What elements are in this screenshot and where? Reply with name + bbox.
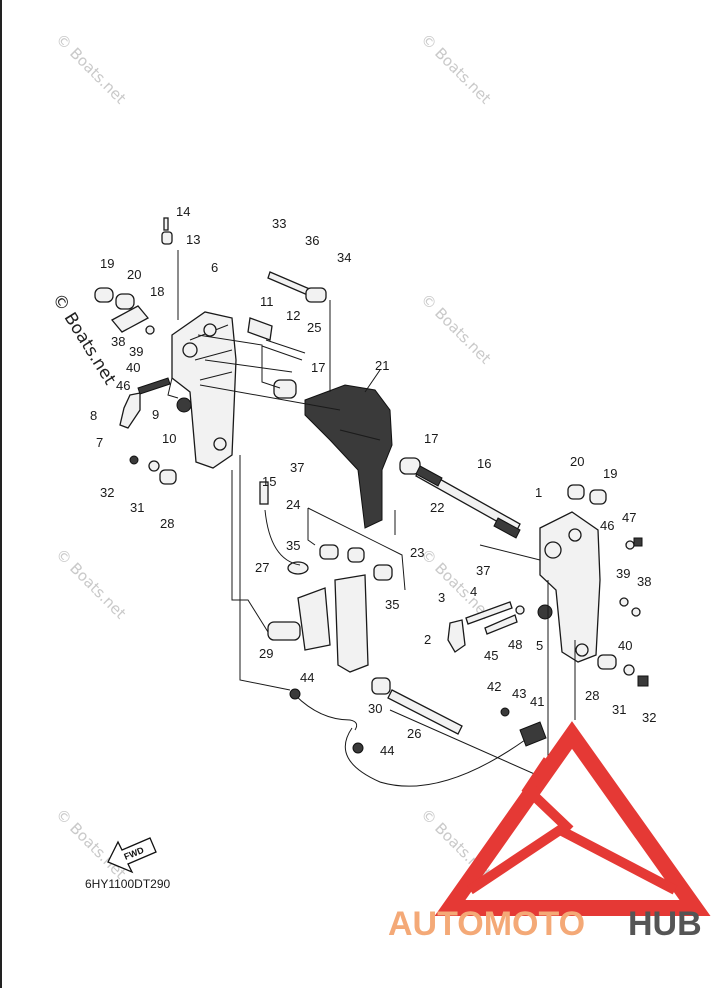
callout: 37 — [476, 563, 490, 578]
leader-lines — [177, 250, 576, 781]
callout: 36 — [305, 233, 319, 248]
callout: 21 — [375, 358, 389, 373]
callout: 40 — [126, 360, 140, 375]
callout: 14 — [176, 204, 190, 219]
callout: 35 — [385, 597, 399, 612]
callout: 31 — [612, 702, 626, 717]
right-clamp-bracket — [539, 484, 607, 663]
callout: 22 — [430, 500, 444, 515]
watermark: © Boats.net — [417, 30, 495, 108]
callout: 27 — [255, 560, 269, 575]
watermark: © Boats.net — [48, 290, 120, 389]
callout: 32 — [100, 485, 114, 500]
watermarks: © Boats.net © Boats.net © Boats.net © Bo… — [48, 30, 495, 883]
callout: 45 — [484, 648, 498, 663]
callout: 28 — [160, 516, 174, 531]
callout: 3 — [438, 590, 445, 605]
callout: 46 — [600, 518, 614, 533]
callout: 7 — [96, 435, 103, 450]
left-small-parts — [94, 217, 192, 485]
callout: 18 — [150, 284, 164, 299]
ground-leads — [289, 688, 526, 787]
callout: 34 — [337, 250, 351, 265]
callout-numbers: 1 2 3 4 5 6 7 8 9 10 11 12 13 14 15 16 1… — [90, 204, 656, 758]
callout: 39 — [129, 344, 143, 359]
automotohub-logo: AUTOMOTO HUB — [388, 721, 711, 943]
callout: 38 — [637, 574, 651, 589]
callout: 48 — [508, 637, 522, 652]
callout: 39 — [616, 566, 630, 581]
callout: 38 — [111, 334, 125, 349]
top-pins — [247, 271, 327, 399]
callout: 17 — [311, 360, 325, 375]
callout: 28 — [585, 688, 599, 703]
callout: 30 — [368, 701, 382, 716]
callout: 4 — [470, 584, 477, 599]
callout: 19 — [603, 466, 617, 481]
callout: 5 — [536, 638, 543, 653]
right-small-parts — [447, 537, 649, 747]
brand-part-1: AUTOMOTO — [388, 905, 585, 943]
watermark: © Boats.net — [417, 545, 495, 623]
callout: 42 — [487, 679, 501, 694]
callout: 6 — [211, 260, 218, 275]
watermark: © Boats.net — [52, 30, 130, 108]
callout: 24 — [286, 497, 300, 512]
left-clamp-bracket — [167, 311, 237, 469]
callout: 16 — [477, 456, 491, 471]
callout: 33 — [272, 216, 286, 231]
callout: 40 — [618, 638, 632, 653]
tilt-shaft — [399, 457, 521, 539]
callout: 46 — [116, 378, 130, 393]
forward-arrow-icon: FWD — [107, 837, 157, 874]
callout: 35 — [286, 538, 300, 553]
callout: 44 — [380, 743, 394, 758]
callout: 32 — [642, 710, 656, 725]
callout: 31 — [130, 500, 144, 515]
callout: 9 — [152, 407, 159, 422]
diagram-code: 6HY1100DT290 — [85, 877, 170, 891]
callout: 37 — [290, 460, 304, 475]
callout: 12 — [286, 308, 300, 323]
callout: 13 — [186, 232, 200, 247]
watermark: © Boats.net — [417, 290, 495, 368]
callout: 1 — [535, 485, 542, 500]
callout: 20 — [127, 267, 141, 282]
brand-part-2: HUB — [628, 905, 702, 943]
callout: 19 — [100, 256, 114, 271]
callout: 23 — [410, 545, 424, 560]
callout: 2 — [424, 632, 431, 647]
tilt-motor — [259, 481, 463, 735]
callout: 43 — [512, 686, 526, 701]
callout: 41 — [530, 694, 544, 709]
callout: 20 — [570, 454, 584, 469]
callout: 10 — [162, 431, 176, 446]
callout: 25 — [307, 320, 321, 335]
callout: 15 — [262, 474, 276, 489]
callout: 44 — [300, 670, 314, 685]
callout: 8 — [90, 408, 97, 423]
watermark: © Boats.net — [52, 545, 130, 623]
callout: 26 — [407, 726, 421, 741]
callout: 29 — [259, 646, 273, 661]
callout: 11 — [260, 294, 274, 309]
callout: 47 — [622, 510, 636, 525]
callout: 17 — [424, 431, 438, 446]
swivel-bracket — [304, 384, 393, 529]
